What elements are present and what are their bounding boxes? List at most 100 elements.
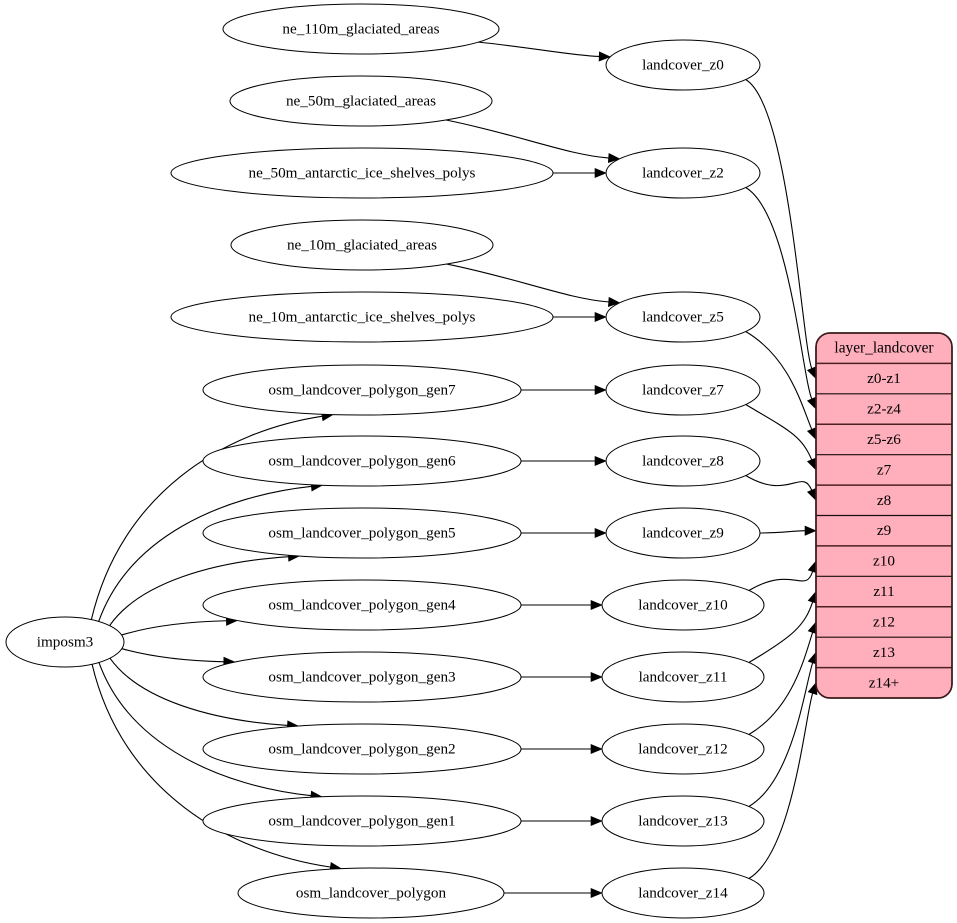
edge-landcover_z11-to-z11	[748, 601, 814, 663]
node-label-landcover_z10: landcover_z10	[638, 596, 728, 613]
node-landcover_z12[interactable]: landcover_z12	[601, 723, 765, 775]
node-osm_landcover_polygon_gen3[interactable]: osm_landcover_polygon_gen3	[202, 651, 522, 703]
node-shape-landcover_z12	[601, 723, 765, 775]
edge-ne_10m_glaciated_areas-to-landcover_z5-arrowhead	[608, 296, 621, 307]
node-osm_landcover_polygon[interactable]: osm_landcover_polygon	[237, 867, 505, 919]
node-landcover_z0[interactable]: landcover_z0	[605, 39, 761, 91]
node-osm_landcover_polygon_gen2[interactable]: osm_landcover_polygon_gen2	[202, 723, 522, 775]
node-landcover_z11[interactable]: landcover_z11	[601, 651, 765, 703]
node-shape-osm_landcover_polygon	[237, 867, 505, 919]
edge-landcover_z5-to-z5-z6-arrowhead	[806, 427, 817, 441]
node-shape-landcover_z10	[601, 579, 765, 631]
edge-landcover_z8-to-z8	[745, 475, 813, 491]
node-label-osm_landcover_polygon: osm_landcover_polygon	[296, 884, 447, 901]
node-landcover_z8[interactable]: landcover_z8	[605, 435, 761, 487]
node-label-osm_landcover_polygon_gen2: osm_landcover_polygon_gen2	[268, 740, 455, 757]
node-osm_landcover_polygon_gen7[interactable]: osm_landcover_polygon_gen7	[202, 364, 522, 416]
node-label-landcover_z13: landcover_z13	[638, 812, 727, 829]
edge-ne_110m_glaciated_areas-to-landcover_z0	[478, 41, 600, 58]
node-osm_landcover_polygon_gen6[interactable]: osm_landcover_polygon_gen6	[202, 435, 522, 487]
node-landcover_z14[interactable]: landcover_z14	[601, 867, 765, 919]
node-imposm3[interactable]: imposm3	[5, 616, 125, 668]
node-ne_50m_antarctic_ice_shelves_polys[interactable]: ne_50m_antarctic_ice_shelves_polys	[170, 147, 554, 199]
edge-osm_landcover_polygon_gen3-to-landcover_z11-arrowhead	[590, 671, 603, 683]
node-shape-landcover_z14	[601, 867, 765, 919]
edge-imposm3-to-osm_landcover_polygon	[91, 664, 331, 868]
node-ne_50m_glaciated_areas[interactable]: ne_50m_glaciated_areas	[229, 75, 493, 127]
node-osm_landcover_polygon_gen5[interactable]: osm_landcover_polygon_gen5	[202, 507, 522, 559]
edge-imposm3-to-osm_landcover_polygon_gen3	[121, 648, 225, 663]
node-landcover_z9[interactable]: landcover_z9	[605, 507, 761, 559]
table-row-z0-z1[interactable]: z0-z1	[816, 363, 952, 393]
node-landcover_z5[interactable]: landcover_z5	[605, 291, 761, 343]
node-shape-ne_50m_glaciated_areas	[229, 75, 493, 127]
node-landcover_z7[interactable]: landcover_z7	[605, 364, 761, 416]
edge-imposm3-to-osm_landcover_polygon_gen2	[109, 657, 288, 726]
node-landcover_z2[interactable]: landcover_z2	[605, 147, 761, 199]
table-row-z13[interactable]: z13	[816, 637, 952, 667]
table-row-z11[interactable]: z11	[816, 576, 952, 606]
edge-landcover_z0-to-z0-z1-arrowhead	[806, 366, 817, 380]
node-label-landcover_z9: landcover_z9	[642, 524, 724, 541]
node-label-landcover_z2: landcover_z2	[642, 164, 724, 181]
edge-landcover_z12-to-z12	[748, 631, 814, 735]
table-row-label-z5-z6: z5-z6	[867, 431, 901, 448]
node-osm_landcover_polygon_gen1[interactable]: osm_landcover_polygon_gen1	[202, 795, 522, 847]
table-row-z7[interactable]: z7	[816, 455, 952, 485]
node-osm_landcover_polygon_gen4[interactable]: osm_landcover_polygon_gen4	[202, 579, 522, 631]
edge-osm_landcover_polygon_gen1-to-landcover_z13-arrowhead	[590, 815, 603, 827]
nodes-layer: imposm3 ne_110m_glaciated_areas ne_50m_gla…	[5, 3, 765, 919]
table-header-label: layer_landcover	[834, 340, 933, 357]
node-shape-landcover_z8	[605, 435, 761, 487]
node-label-osm_landcover_polygon_gen6: osm_landcover_polygon_gen6	[268, 452, 456, 469]
edge-landcover_z7-to-z7-arrowhead	[806, 457, 817, 471]
table-row-label-z8: z8	[877, 492, 892, 509]
node-shape-landcover_z7	[605, 364, 761, 416]
table-row-z5-z6[interactable]: z5-z6	[816, 424, 952, 454]
table-row-z2-z4[interactable]: z2-z4	[816, 394, 952, 424]
edge-imposm3-to-osm_landcover_polygon_gen7	[90, 415, 323, 620]
node-landcover_z10[interactable]: landcover_z10	[601, 579, 765, 631]
table-row-z8[interactable]: z8	[816, 485, 952, 515]
table-row-z12[interactable]: z12	[816, 607, 952, 637]
edge-osm_landcover_polygon_gen5-to-landcover_z9-arrowhead	[594, 527, 607, 539]
node-landcover_z13[interactable]: landcover_z13	[601, 795, 765, 847]
table-row-z10[interactable]: z10	[816, 546, 952, 576]
edge-imposm3-to-osm_landcover_polygon_gen6	[98, 485, 312, 622]
edge-osm_landcover_polygon_gen4-to-landcover_z10-arrowhead	[590, 599, 603, 611]
node-shape-osm_landcover_polygon_gen3	[202, 651, 522, 703]
edges-layer	[90, 41, 818, 899]
node-ne_10m_antarctic_ice_shelves_polys[interactable]: ne_10m_antarctic_ice_shelves_polys	[170, 291, 554, 343]
node-label-landcover_z0: landcover_z0	[642, 56, 724, 73]
node-ne_110m_glaciated_areas[interactable]: ne_110m_glaciated_areas	[222, 3, 500, 55]
node-shape-osm_landcover_polygon_gen1	[202, 795, 522, 847]
table-row-label-z10: z10	[873, 553, 895, 570]
node-shape-landcover_z11	[601, 651, 765, 703]
node-label-osm_landcover_polygon_gen7: osm_landcover_polygon_gen7	[268, 381, 456, 398]
edge-landcover_z9-to-z9	[759, 530, 806, 534]
edge-imposm3-to-osm_landcover_polygon_gen4	[121, 620, 227, 636]
edge-landcover_z9-to-z9-arrowhead	[804, 525, 817, 536]
edge-landcover_z10-to-z10	[748, 570, 814, 591]
node-label-imposm3: imposm3	[37, 633, 94, 650]
node-label-ne_110m_glaciated_areas: ne_110m_glaciated_areas	[282, 20, 439, 37]
node-shape-ne_110m_glaciated_areas	[222, 3, 500, 55]
node-shape-landcover_z5	[605, 291, 761, 343]
node-label-landcover_z11: landcover_z11	[639, 668, 728, 685]
node-label-landcover_z8: landcover_z8	[642, 452, 724, 469]
table-row-z9[interactable]: z9	[816, 516, 952, 546]
node-shape-landcover_z9	[605, 507, 761, 559]
edge-osm_landcover_polygon_gen2-to-landcover_z12-arrowhead	[590, 743, 603, 755]
edge-landcover_z0-to-z0-z1	[745, 79, 813, 370]
edge-landcover_z2-to-z2-z4-arrowhead	[806, 396, 817, 410]
node-label-osm_landcover_polygon_gen1: osm_landcover_polygon_gen1	[268, 812, 455, 829]
node-shape-osm_landcover_polygon_gen7	[202, 364, 522, 416]
node-ne_10m_glaciated_areas[interactable]: ne_10m_glaciated_areas	[230, 219, 494, 271]
edge-ne_50m_glaciated_areas-to-landcover_z2	[445, 119, 610, 159]
edge-landcover_z8-to-z8-arrowhead	[806, 487, 817, 502]
table-row-z14+[interactable]: z14+	[816, 668, 952, 698]
edge-ne_10m_antarctic_ice_shelves_polys-to-landcover_z5-arrowhead	[594, 311, 607, 323]
